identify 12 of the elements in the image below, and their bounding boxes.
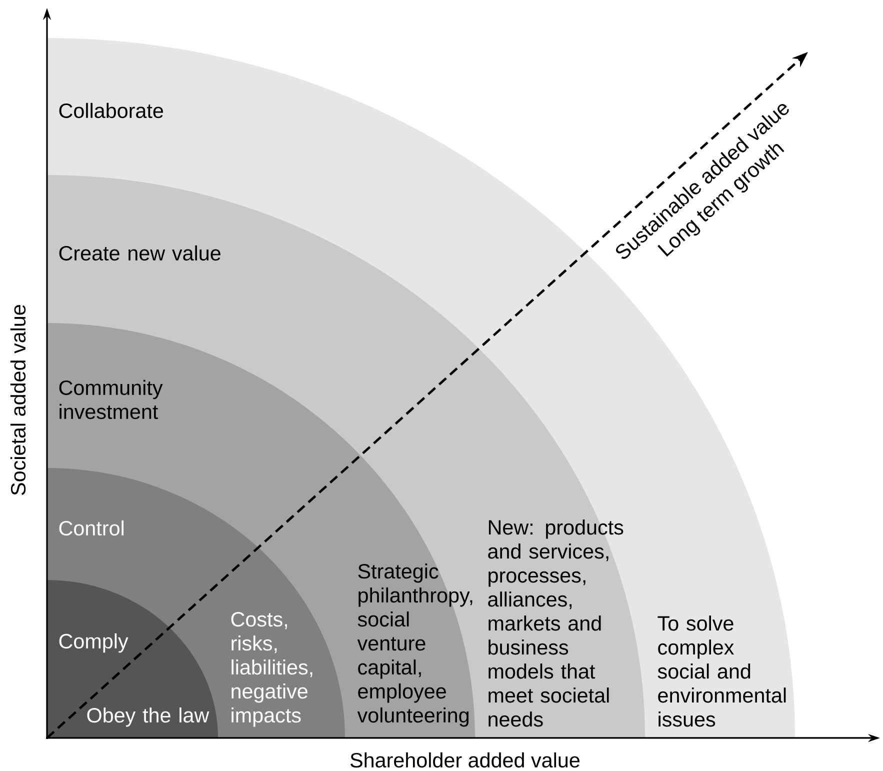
band-description: Strategic philanthropy, social venture capital, employee volunteering (357, 563, 472, 727)
axis-label: Societal added value (10, 305, 26, 495)
band-label: Comply (59, 633, 128, 653)
band-label: Create new value (59, 245, 220, 261)
band-description: To solve complex social and environmental issues (658, 616, 786, 727)
band-description: Costs, risks, liabilities, negative impacts (231, 612, 312, 727)
band-label: Control (59, 520, 124, 536)
band-label: Collaborate (59, 102, 164, 118)
axis-label: Shareholder added value (350, 752, 580, 768)
band-description: Obey the law (87, 707, 210, 727)
band-label: Community investment (59, 380, 163, 420)
band-description: New: products and services, processes, alliances, markets and business models that meet societal needs (488, 520, 624, 727)
